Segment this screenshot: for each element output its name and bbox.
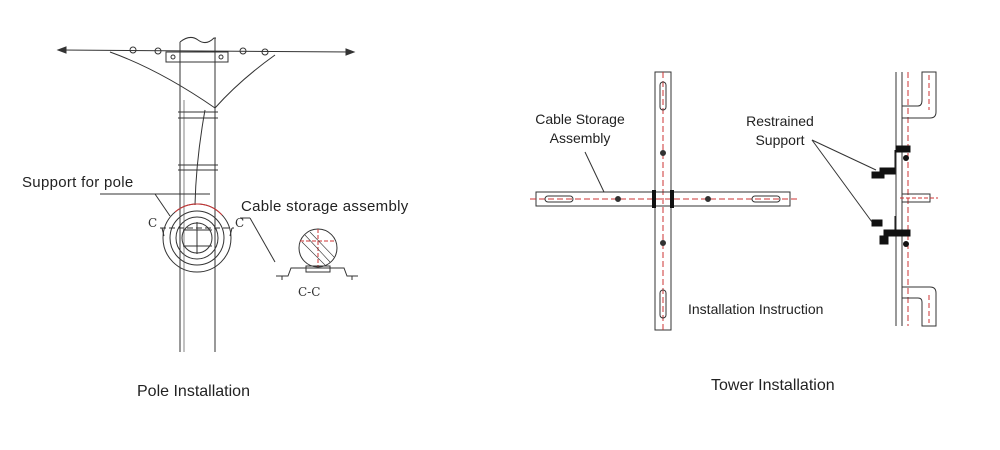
tower-installation-caption: Tower Installation xyxy=(711,377,835,394)
vertical-member xyxy=(654,71,672,331)
bottom-bracket xyxy=(902,286,937,327)
horizontal-member xyxy=(530,190,798,208)
restrained-support-upper xyxy=(871,145,911,179)
tower-storage-label-line1: Cable Storage xyxy=(535,111,625,127)
restrained-support-label-line2: Support xyxy=(755,132,805,148)
section-line xyxy=(160,227,234,237)
restrained-leader-lower xyxy=(811,139,873,223)
pole xyxy=(165,36,229,352)
pole-installation-caption: Pole Installation xyxy=(137,383,250,400)
pole-installation-drawing xyxy=(56,36,358,352)
tower-side-drawing xyxy=(811,71,938,327)
section-mark-left: C xyxy=(148,216,158,230)
messenger-wire xyxy=(56,46,356,56)
storage-leader xyxy=(249,217,276,263)
top-bracket xyxy=(902,71,937,119)
middle-bolt xyxy=(900,193,938,203)
tower-storage-label-line2: Assembly xyxy=(549,130,611,146)
support-leader-tick xyxy=(154,193,171,217)
restrained-leader-upper xyxy=(811,139,877,171)
cross-storage-leader xyxy=(584,151,605,193)
section-mark-right: C xyxy=(235,216,245,230)
cable-storage-assembly-label: Cable storage assembly xyxy=(241,198,409,215)
support-for-pole-label: Support for pole xyxy=(22,174,134,191)
tower-cross-drawing xyxy=(530,71,798,331)
storage-coil xyxy=(162,203,232,273)
section-caption: C-C xyxy=(298,285,321,299)
installation-instruction-label: Installation Instruction xyxy=(688,301,824,317)
down-lead-cables xyxy=(109,51,276,206)
restrained-support-lower xyxy=(871,216,911,247)
restrained-support-label-line1: Restrained xyxy=(746,113,814,129)
section-detail xyxy=(276,228,358,280)
